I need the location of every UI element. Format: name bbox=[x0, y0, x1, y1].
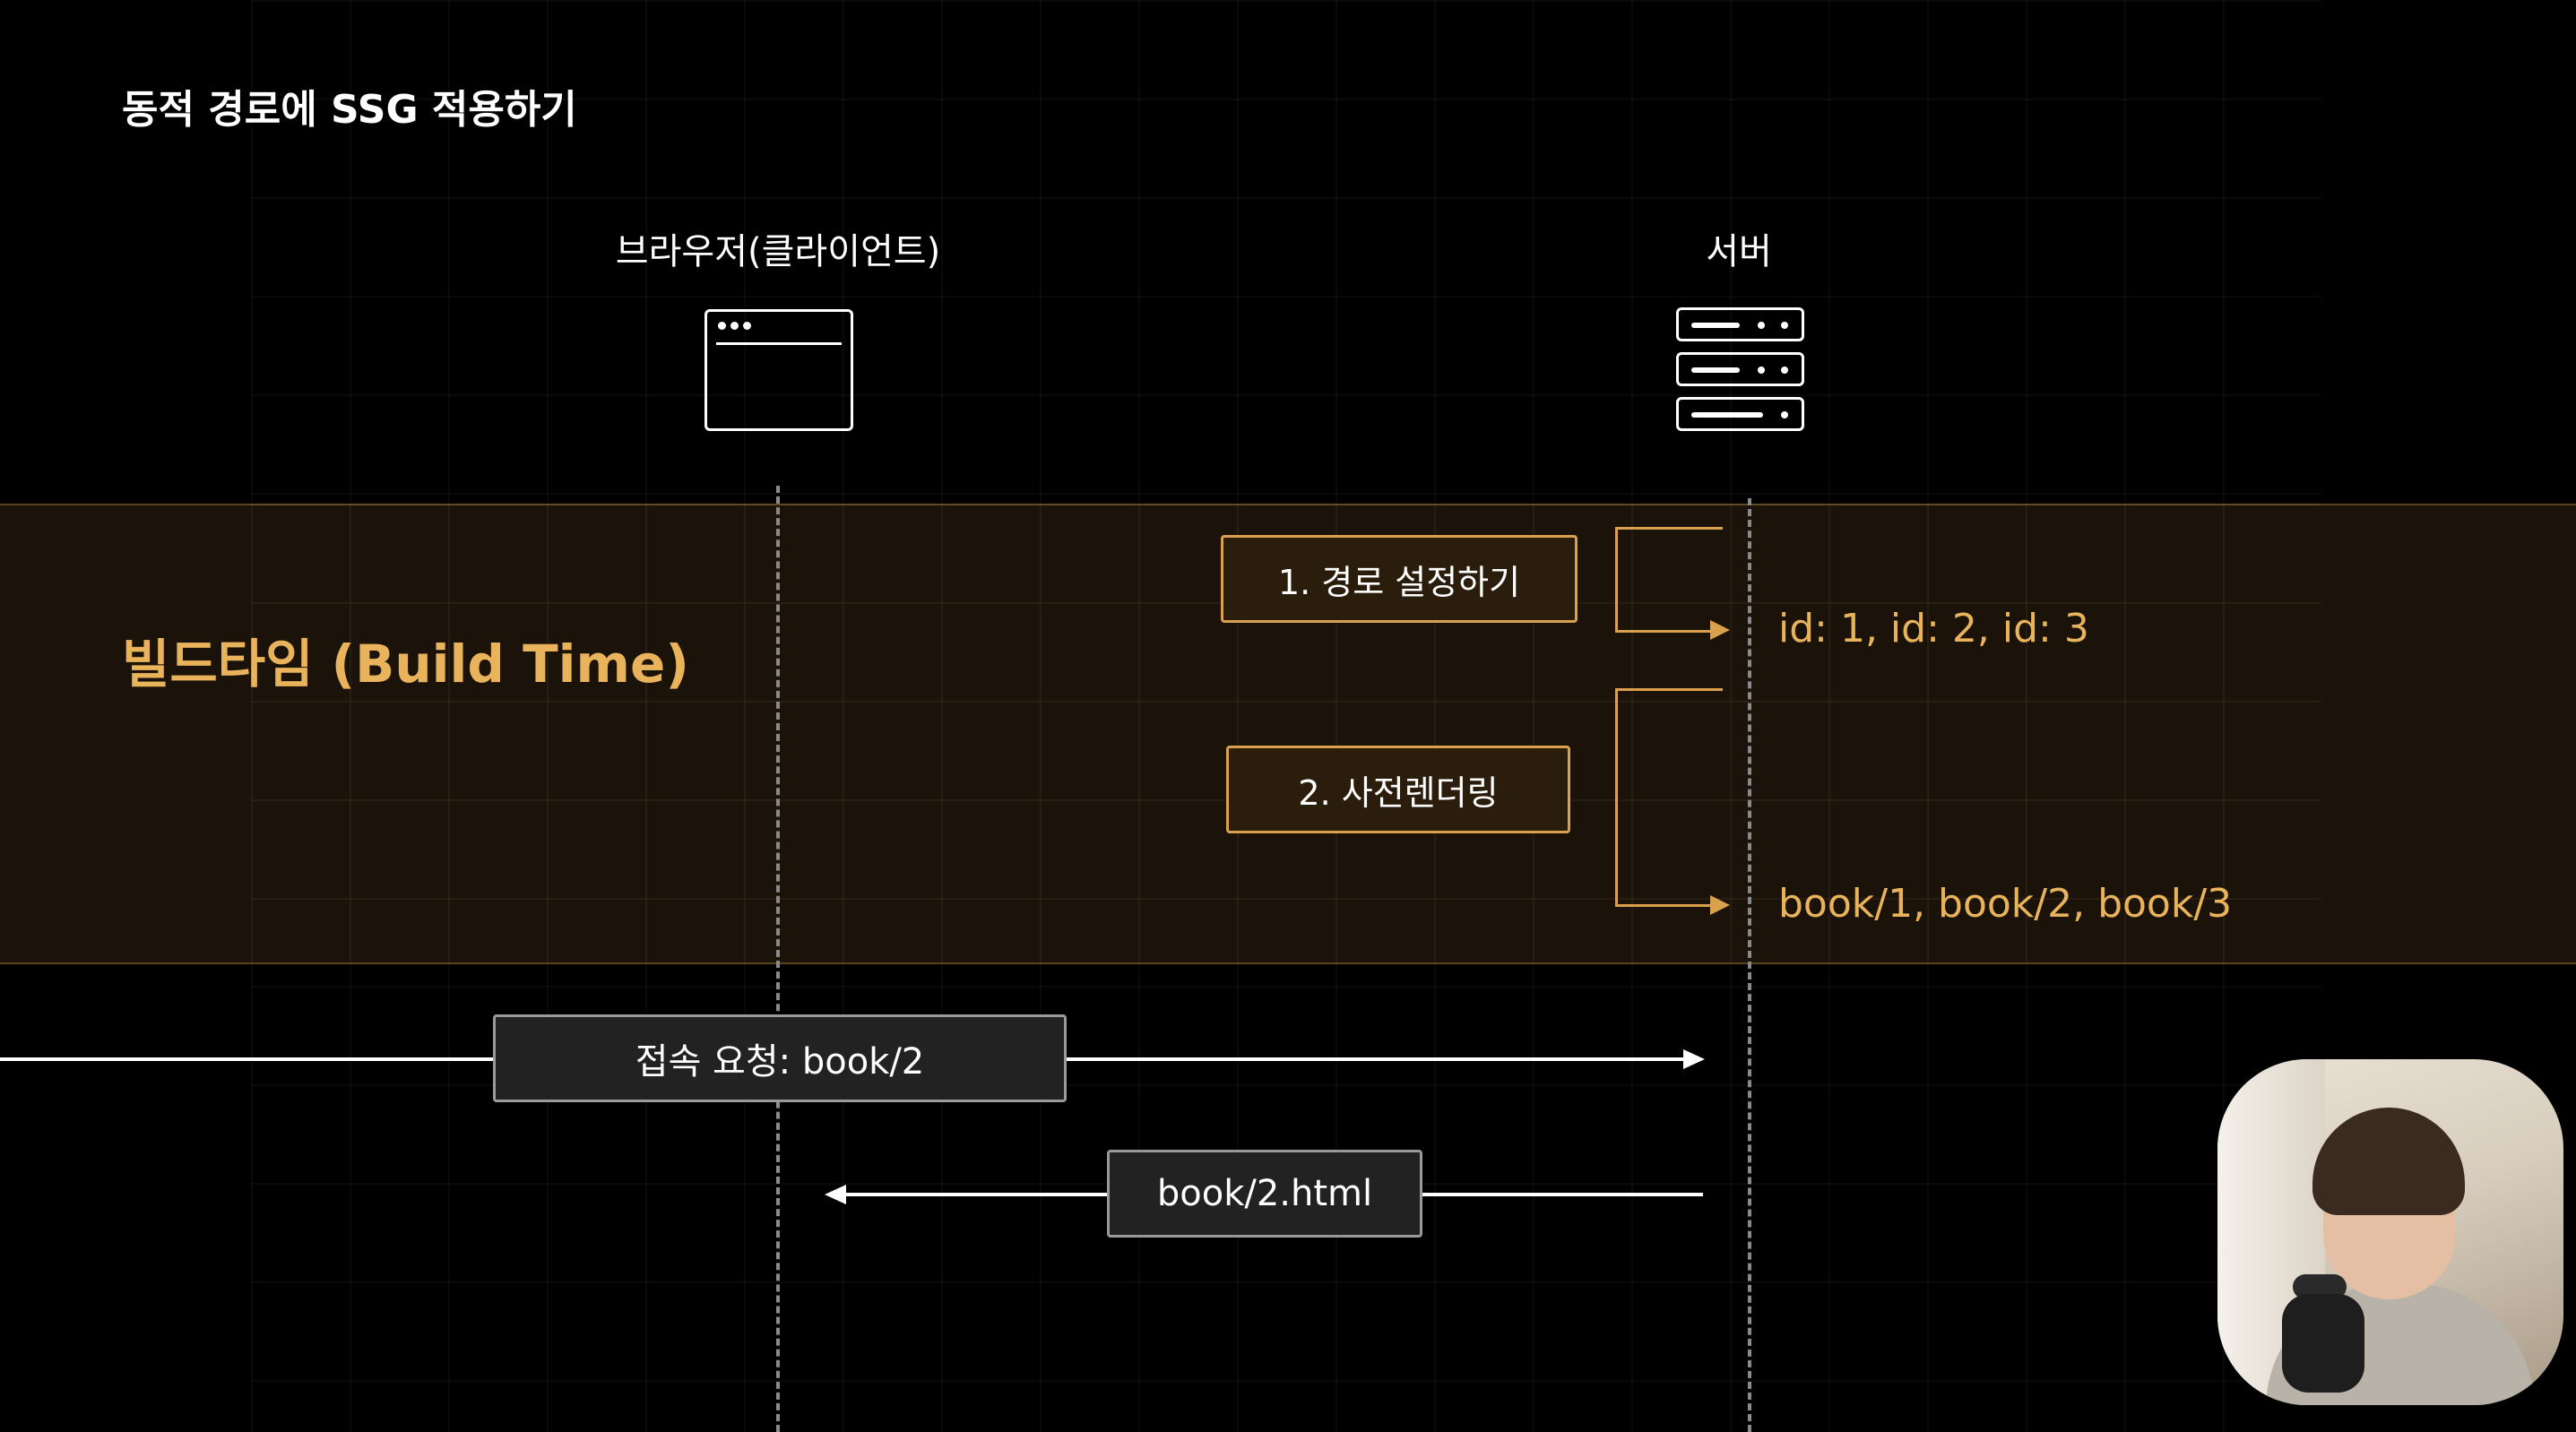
build-time-label: 빌드타임 (Build Time) bbox=[122, 634, 689, 694]
server-unit-line bbox=[1691, 367, 1740, 373]
client-lifeline bbox=[776, 486, 780, 1432]
server-label: 서버 bbox=[1706, 231, 1772, 272]
server-unit-line bbox=[1691, 323, 1740, 328]
window-dot bbox=[743, 322, 751, 330]
step1-bracket bbox=[1615, 527, 1723, 633]
presenter-webcam bbox=[2217, 1059, 2563, 1405]
presenter-hair bbox=[2312, 1108, 2465, 1215]
server-unit-light bbox=[1758, 367, 1765, 374]
server-unit-light bbox=[1758, 322, 1765, 329]
step2-bracket bbox=[1615, 688, 1723, 907]
server-rack-icon bbox=[1676, 307, 1804, 433]
request-message-box: 접속 요청: book/2 bbox=[493, 1014, 1067, 1102]
step2-result: book/1, book/2, book/3 bbox=[1778, 881, 2233, 927]
step-prerender-box: 2. 사전렌더링 bbox=[1226, 746, 1570, 833]
server-lifeline bbox=[1748, 498, 1751, 1432]
client-label: 브라우저(클라이언트) bbox=[615, 231, 941, 272]
microphone-icon bbox=[2282, 1294, 2364, 1393]
window-dot bbox=[730, 322, 739, 330]
server-unit bbox=[1676, 352, 1804, 386]
server-unit-line bbox=[1691, 412, 1763, 418]
page-title: 동적 경로에 SSG 적용하기 bbox=[122, 87, 577, 133]
response-arrowhead bbox=[825, 1185, 846, 1204]
step1-result: id: 1, id: 2, id: 3 bbox=[1778, 606, 2089, 651]
request-arrowhead bbox=[1683, 1049, 1705, 1069]
server-unit-light bbox=[1781, 411, 1788, 418]
step-route-setup-box: 1. 경로 설정하기 bbox=[1221, 535, 1578, 623]
server-unit bbox=[1676, 307, 1804, 341]
window-dot bbox=[718, 322, 726, 330]
server-unit bbox=[1676, 397, 1804, 431]
server-unit-light bbox=[1781, 367, 1788, 374]
response-message-box: book/2.html bbox=[1107, 1150, 1422, 1238]
window-toolbar-line bbox=[716, 342, 842, 345]
step2-arrowhead bbox=[1710, 895, 1730, 915]
browser-window-icon bbox=[705, 309, 853, 431]
server-unit-light bbox=[1781, 322, 1788, 329]
step1-arrowhead bbox=[1710, 620, 1730, 640]
